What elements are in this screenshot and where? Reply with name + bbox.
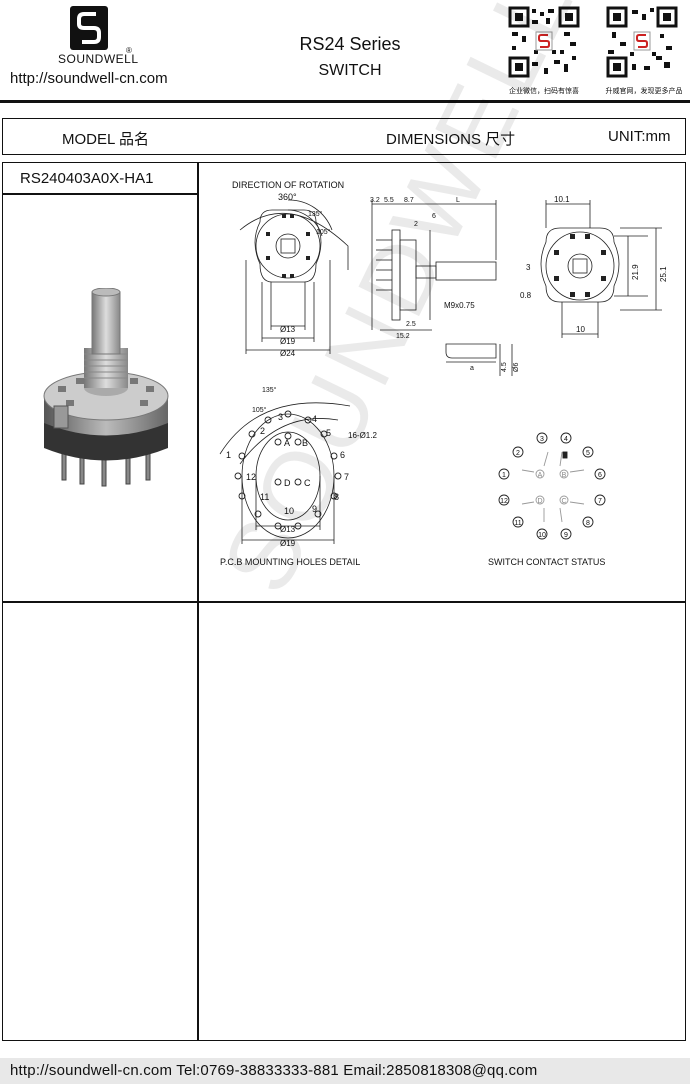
pcb-pin-3: 3: [278, 412, 283, 422]
qr-caption-website: 升威官网，发现更多产品: [605, 88, 683, 95]
pcb-pin-9: 9: [312, 504, 317, 514]
dia-24-label: Ø24: [280, 349, 296, 358]
product-type: SWITCH: [318, 62, 382, 79]
model-number: RS240403A0X-HA1: [20, 170, 154, 187]
contact-status-diagram: [498, 432, 606, 540]
shaft-profile-drawing: [445, 343, 513, 376]
row-divider: [2, 601, 686, 603]
footer-contact: http://soundwell-cn.com Tel:0769-3883333…: [10, 1062, 538, 1079]
contact-pin-3: 3: [540, 436, 544, 443]
contact-letter-C: C: [561, 498, 566, 505]
side-dim-2-5: 2.5: [406, 321, 416, 328]
shaft-dim-4-5: 4.5: [501, 362, 508, 372]
brand-name: SOUNDWELL: [58, 52, 139, 66]
contact-pin-2: 2: [516, 450, 520, 457]
pcb-pin-11: 11: [260, 492, 269, 502]
rear-dim-3: 3: [526, 263, 531, 272]
dimension-drawings: DIRECTION OF ROTATION 360° 135° 105° Ø13…: [219, 180, 668, 567]
front-view-drawing: [239, 199, 349, 354]
shaft-dim-dia-6: Ø6: [513, 363, 520, 372]
pcb-pin-7: 7: [344, 472, 349, 482]
registered-mark: ®: [126, 46, 132, 55]
contact-pin-6: 6: [598, 472, 602, 479]
contact-pin-5: 5: [586, 450, 590, 457]
angle-360-label: 360°: [278, 192, 297, 202]
side-dim-L: L: [456, 197, 460, 204]
product-image: [36, 287, 186, 488]
contact-letter-B: B: [562, 472, 567, 479]
pcb-title: P.C.B MOUNTING HOLES DETAIL: [220, 557, 360, 567]
footer-bar: [0, 1058, 690, 1084]
series-title: RS24 Series: [299, 34, 401, 54]
side-dim-3-2: 3.2: [370, 197, 380, 204]
side-view-drawing: [371, 200, 497, 331]
pcb-dia-19: Ø19: [280, 539, 296, 548]
side-dim-6: 6: [432, 213, 436, 220]
angle-135-label: 135°: [308, 210, 323, 218]
pcb-drawing: [219, 402, 351, 544]
pcb-pin-12: 12: [246, 472, 256, 482]
contact-pin-11: 11: [514, 520, 521, 527]
wechat-qr-icon: [508, 6, 580, 78]
rear-dim-10: 10: [576, 325, 585, 334]
pcb-pin-8: 8: [334, 492, 339, 502]
pcb-pin-4: 4: [312, 414, 317, 424]
pcb-angle-105: 105°: [252, 406, 267, 414]
header-website-link[interactable]: http://soundwell-cn.com: [10, 70, 168, 87]
dia-19-label: Ø19: [280, 337, 296, 346]
contact-pin-4: 4: [564, 436, 568, 443]
header-divider: [0, 100, 690, 103]
dia-13-label: Ø13: [280, 325, 296, 334]
model-column-label: MODEL 品名: [62, 131, 149, 148]
contact-letter-D: D: [537, 498, 542, 505]
pcb-pin-6: 6: [340, 450, 345, 460]
pcb-letter-A: A: [284, 438, 290, 448]
pcb-letter-B: B: [302, 438, 308, 448]
website-qr-icon: [606, 6, 678, 78]
contact-pin-1: 1: [502, 472, 506, 479]
rotation-title: DIRECTION OF ROTATION: [232, 180, 344, 190]
side-dim-15-2: 15.2: [396, 333, 410, 340]
unit-label: UNIT:mm: [608, 128, 671, 145]
pcb-pin-1: 1: [226, 450, 231, 460]
thread-label: M9x0.75: [444, 301, 475, 310]
pcb-letter-D: D: [284, 478, 291, 488]
pcb-pin-10: 10: [284, 506, 294, 516]
pcb-pin-2: 2: [260, 426, 265, 436]
rear-dim-25-1: 25.1: [659, 266, 668, 282]
pcb-pin-5: 5: [326, 428, 331, 438]
side-dim-5-5: 5.5: [384, 197, 394, 204]
pcb-letter-C: C: [304, 478, 311, 488]
contact-pin-12: 12: [500, 498, 508, 505]
pcb-holes: [234, 410, 342, 530]
contact-pin-9: 9: [564, 532, 568, 539]
shaft-dim-a: a: [470, 365, 474, 372]
pcb-dia-13: Ø13: [280, 525, 296, 534]
contact-pin-10: 10: [538, 532, 546, 539]
contact-pin-8: 8: [586, 520, 590, 527]
contact-status-title: SWITCH CONTACT STATUS: [488, 557, 605, 567]
table-header-box: [2, 118, 686, 155]
pcb-angle-135: 135°: [262, 386, 277, 394]
side-dim-8-7: 8.7: [404, 197, 414, 204]
side-dim-2: 2: [414, 221, 418, 228]
rear-view-drawing: [540, 200, 662, 338]
angle-105-label: 105°: [316, 228, 331, 236]
qr-caption-wechat: 企业微信，扫码有惊喜: [509, 88, 579, 95]
contact-letter-A: A: [538, 472, 543, 479]
pcb-holes-label: 16-Ø1.2: [348, 431, 377, 440]
contact-pin-7: 7: [598, 498, 602, 505]
model-row-divider: [2, 193, 198, 195]
soundwell-logo-icon: [70, 6, 108, 50]
dimensions-column-label: DIMENSIONS 尺寸: [386, 131, 516, 148]
rear-dim-21-9: 21.9: [631, 264, 640, 280]
rear-dim-10-1: 10.1: [554, 195, 570, 204]
rear-dim-0-8: 0.8: [520, 291, 532, 300]
